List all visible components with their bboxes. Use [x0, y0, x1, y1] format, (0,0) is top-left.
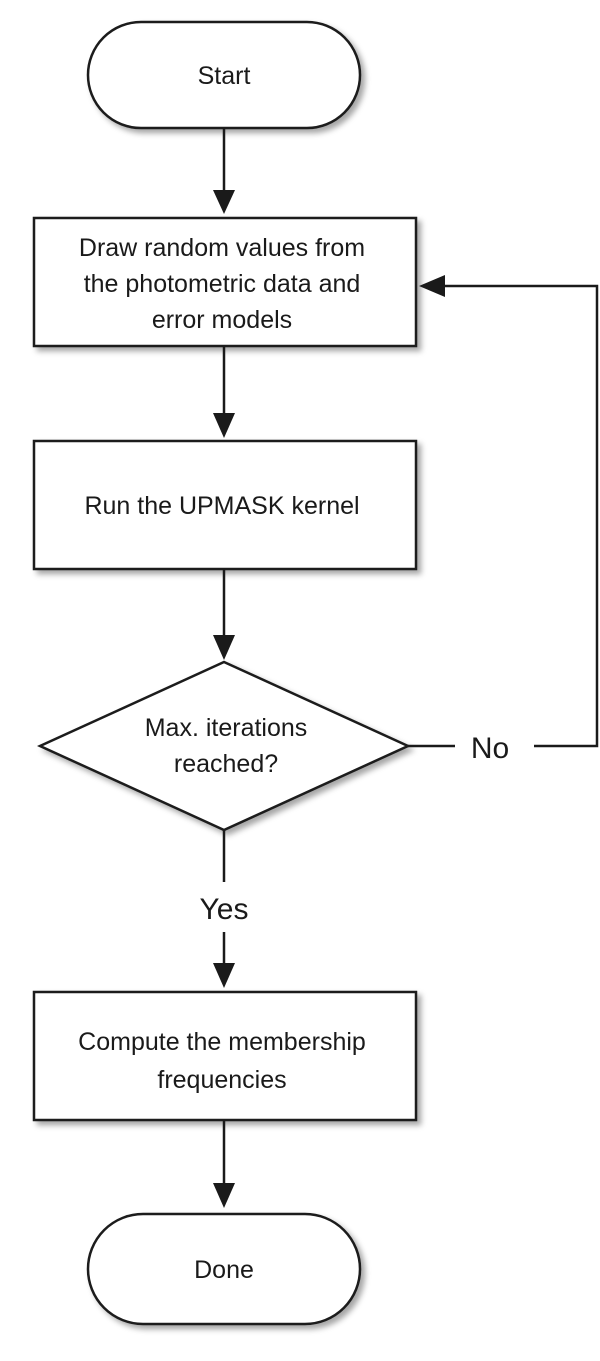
- arrowhead-icon: [213, 190, 235, 214]
- connector-compute-to-done: [213, 1120, 235, 1208]
- draw-label-line-1: Draw random values from: [79, 234, 365, 262]
- done-label: Done: [194, 1256, 254, 1284]
- draw-label-line-2: the photometric data and: [84, 270, 361, 298]
- arrowhead-icon: [213, 1183, 235, 1208]
- compute-label-line-2: frequencies: [157, 1066, 286, 1094]
- connector-start-to-draw: [213, 128, 235, 214]
- start-node: Start: [86, 20, 362, 130]
- no-label: No: [471, 732, 509, 765]
- decision-node: Max. iterations reached?: [36, 660, 412, 832]
- connector-run-to-decision: [213, 569, 235, 660]
- run-kernel-label: Run the UPMASK kernel: [84, 492, 359, 520]
- arrowhead-icon: [213, 635, 235, 660]
- connector-no-loop: No: [408, 275, 599, 765]
- arrowhead-icon: [213, 963, 235, 988]
- connector-yes-to-compute: Yes: [200, 830, 249, 988]
- arrowhead-icon: [213, 413, 235, 438]
- start-label: Start: [198, 62, 251, 90]
- arrowhead-icon: [419, 275, 445, 297]
- connector-draw-to-run: [213, 346, 235, 438]
- decision-label-line-2: reached?: [174, 750, 278, 778]
- compute-label-line-1: Compute the membership: [78, 1028, 366, 1056]
- compute-frequencies-node: Compute the membership frequencies: [32, 990, 418, 1122]
- decision-label-line-1: Max. iterations: [145, 714, 308, 742]
- yes-label: Yes: [200, 893, 249, 926]
- draw-random-values-node: Draw random values from the photometric …: [32, 216, 418, 348]
- done-node: Done: [86, 1212, 362, 1326]
- run-kernel-node: Run the UPMASK kernel: [32, 439, 418, 571]
- draw-label-line-3: error models: [152, 306, 292, 334]
